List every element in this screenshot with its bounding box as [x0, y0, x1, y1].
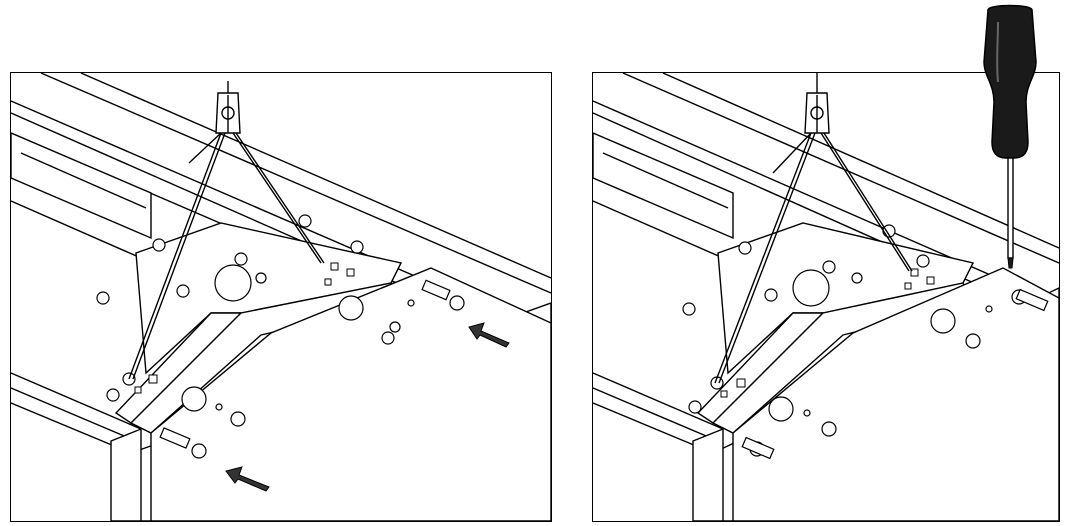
screwdriver-icon [970, 2, 1060, 282]
mounting-bracket [114, 222, 551, 521]
fixture-drawing-right [593, 73, 1059, 521]
screwdriver-drawing [983, 4, 1037, 269]
panel-right-illustration [592, 72, 1060, 522]
mounting-bracket [696, 222, 1059, 521]
screw-icon [191, 443, 207, 459]
clips-left [159, 279, 451, 449]
screw-icon [298, 214, 312, 228]
screw-icon [234, 252, 248, 266]
screw-icon [851, 272, 863, 284]
wire-suspension-icon [714, 73, 913, 384]
panel-left-illustration [10, 72, 552, 522]
screw-icon [350, 240, 364, 254]
screws-left [96, 214, 465, 459]
knockout-hole [214, 264, 252, 302]
tab-marks [134, 262, 355, 394]
screw-icon [822, 260, 836, 274]
fixture-drawing-left [11, 73, 551, 521]
knockout-hole [792, 269, 830, 307]
arrow-icon [225, 322, 510, 492]
screw-icon [688, 400, 702, 414]
clips-right [741, 288, 1049, 460]
screw-icon [152, 238, 166, 252]
screw-icon [764, 288, 778, 302]
screw-icon [738, 241, 752, 255]
screw-icon [96, 291, 110, 305]
screw-icon [682, 302, 696, 316]
screw-icon [916, 254, 930, 268]
screw-icon [255, 272, 267, 284]
screw-icon [176, 284, 190, 298]
wire-suspension-icon [128, 81, 325, 380]
screw-icon [106, 388, 120, 402]
screw-icon [449, 295, 465, 311]
tab-marks [720, 268, 935, 398]
